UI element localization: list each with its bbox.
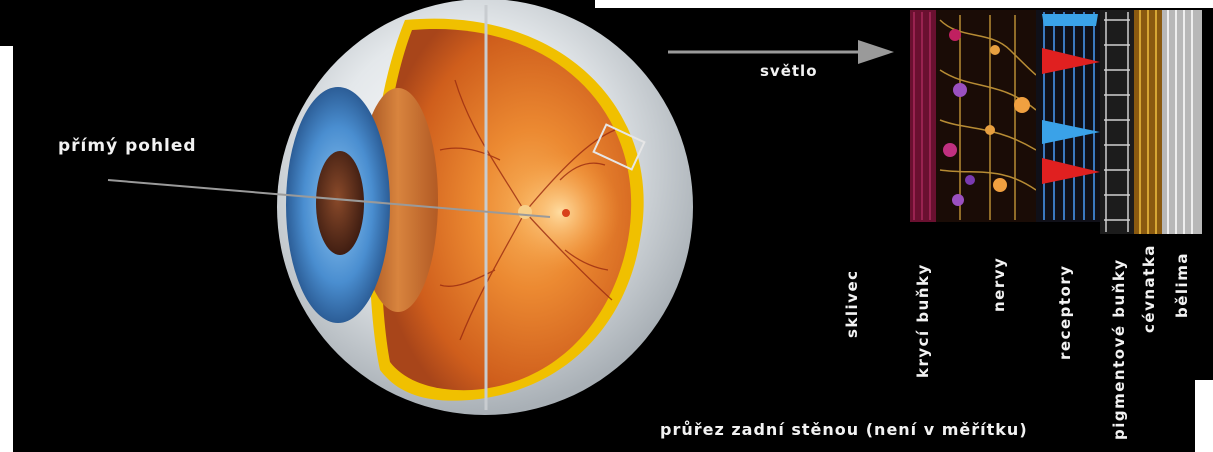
layer-label-nerves: nervy [990,257,1008,312]
nerves-layer [936,10,1036,222]
layer-label-receptors: receptory [1056,264,1074,360]
receptors-layer [1036,10,1100,222]
retina-cross-section [910,10,1202,234]
direct-view-label: přímý pohled [58,136,197,156]
pupil [316,151,364,255]
pigment-cells-layer [1100,10,1134,234]
optic-disc [518,205,532,219]
light-label: světlo [760,62,818,80]
layer-label-sclera: bělima [1173,252,1191,318]
layer-label-choroid: cévnatka [1140,244,1158,333]
layer-label-vitreous: sklivec [843,269,861,338]
layer-label-cover-cells: krycí buňky [914,263,932,378]
fovea [562,209,570,217]
cross-section-label: průřez zadní stěnou (není v měřítku) [660,420,1028,439]
layer-label-pigment-cells: pigmentové buňky [1110,258,1128,440]
